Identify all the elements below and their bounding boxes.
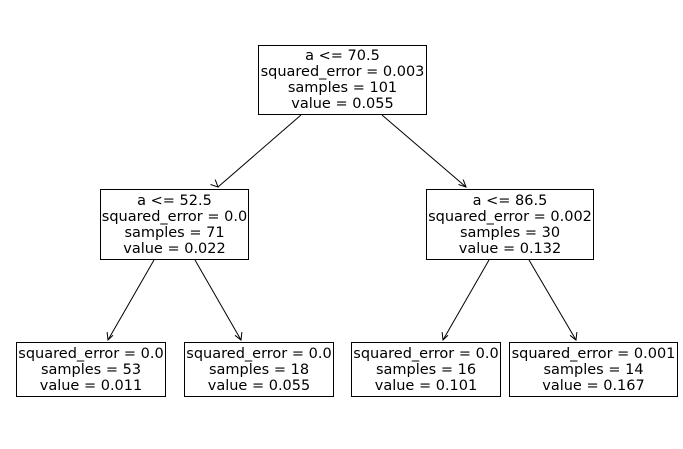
node-samples: samples = 53: [40, 361, 142, 378]
node-value: value = 0.167: [542, 377, 645, 394]
tree-node-right: a <= 86.5 squared_error = 0.002 samples …: [426, 189, 594, 260]
node-squared-error: squared_error = 0.001: [511, 345, 676, 362]
tree-leaf-right-right: squared_error = 0.001 samples = 14 value…: [509, 342, 678, 397]
node-samples: samples = 18: [208, 361, 310, 378]
edge-node-0-node-4: [381, 114, 467, 188]
tree-node-left: a <= 52.5 squared_error = 0.0 samples = …: [100, 189, 249, 260]
node-value: value = 0.055: [291, 96, 394, 112]
node-samples: samples = 14: [543, 361, 644, 378]
node-split-condition: a <= 70.5: [305, 48, 380, 64]
node-squared-error: squared_error = 0.002: [428, 208, 592, 225]
edge-node-0-node-1: [210, 114, 302, 188]
node-value: value = 0.011: [39, 377, 143, 394]
node-samples: samples = 101: [287, 80, 398, 96]
node-squared-error: squared_error = 0.0: [353, 345, 499, 362]
node-squared-error: squared_error = 0.0: [18, 345, 164, 362]
node-split-condition: a <= 86.5: [472, 192, 548, 209]
edge-node-1-node-3: [194, 259, 243, 341]
tree-node-root: a <= 70.5 squared_error = 0.003 samples …: [258, 45, 427, 115]
tree-leaf-left-right: squared_error = 0.0 samples = 18 value =…: [184, 342, 334, 397]
node-value: value = 0.022: [123, 240, 226, 257]
tree-leaf-left-left: squared_error = 0.0 samples = 53 value =…: [16, 342, 166, 397]
node-samples: samples = 71: [124, 224, 225, 241]
tree-leaf-right-left: squared_error = 0.0 samples = 16 value =…: [351, 342, 501, 397]
node-squared-error: squared_error = 0.0: [101, 208, 248, 225]
node-samples: samples = 30: [459, 224, 561, 241]
node-squared-error: squared_error = 0.0: [186, 345, 332, 362]
node-split-condition: a <= 52.5: [137, 192, 212, 209]
node-value: value = 0.101: [374, 377, 478, 394]
edge-node-4-node-6: [528, 259, 578, 341]
node-squared-error: squared_error = 0.003: [260, 64, 425, 80]
edge-node-4-node-5: [441, 259, 490, 342]
node-value: value = 0.132: [458, 240, 562, 257]
node-samples: samples = 16: [375, 361, 477, 378]
node-value: value = 0.055: [207, 377, 311, 394]
edge-node-1-node-2: [106, 259, 155, 342]
